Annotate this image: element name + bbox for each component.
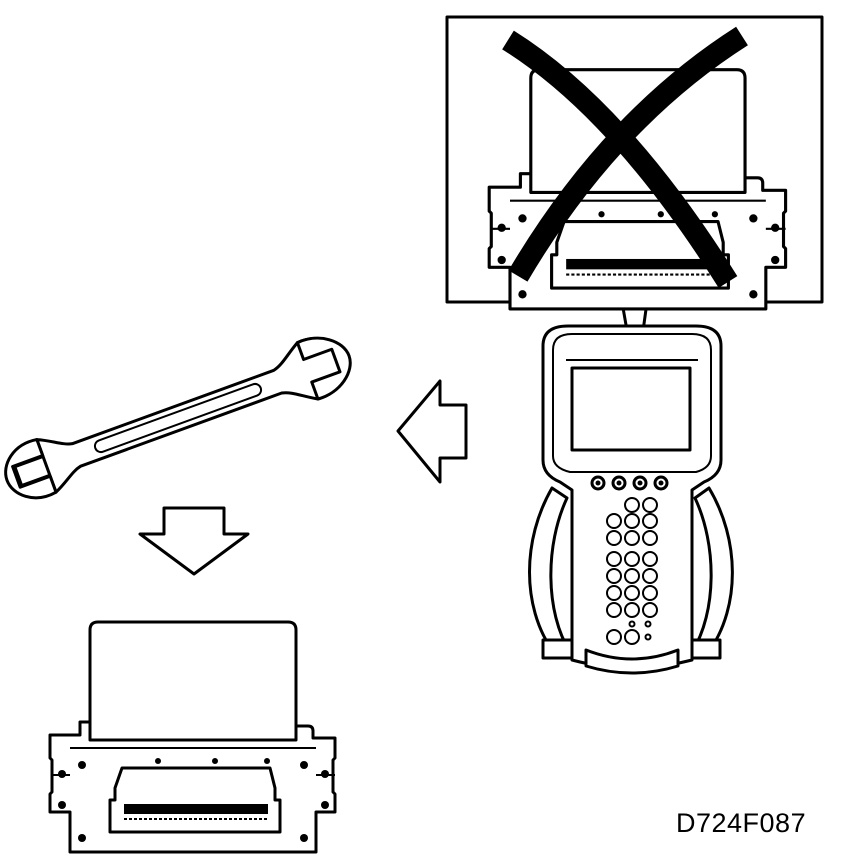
hollow-arrow-left-icon <box>396 379 468 484</box>
prohibited-callout <box>445 15 824 384</box>
hollow-arrow-down-icon <box>138 506 250 576</box>
scan-tool-keypad <box>590 475 669 645</box>
x-mark-icon <box>502 26 748 288</box>
scan-tool-screen <box>570 366 692 452</box>
ecu-module-icon <box>48 620 337 854</box>
scan-tool-icon <box>528 324 734 675</box>
figure-code: D724F087 <box>676 808 807 838</box>
wrench-icon <box>4 336 352 500</box>
